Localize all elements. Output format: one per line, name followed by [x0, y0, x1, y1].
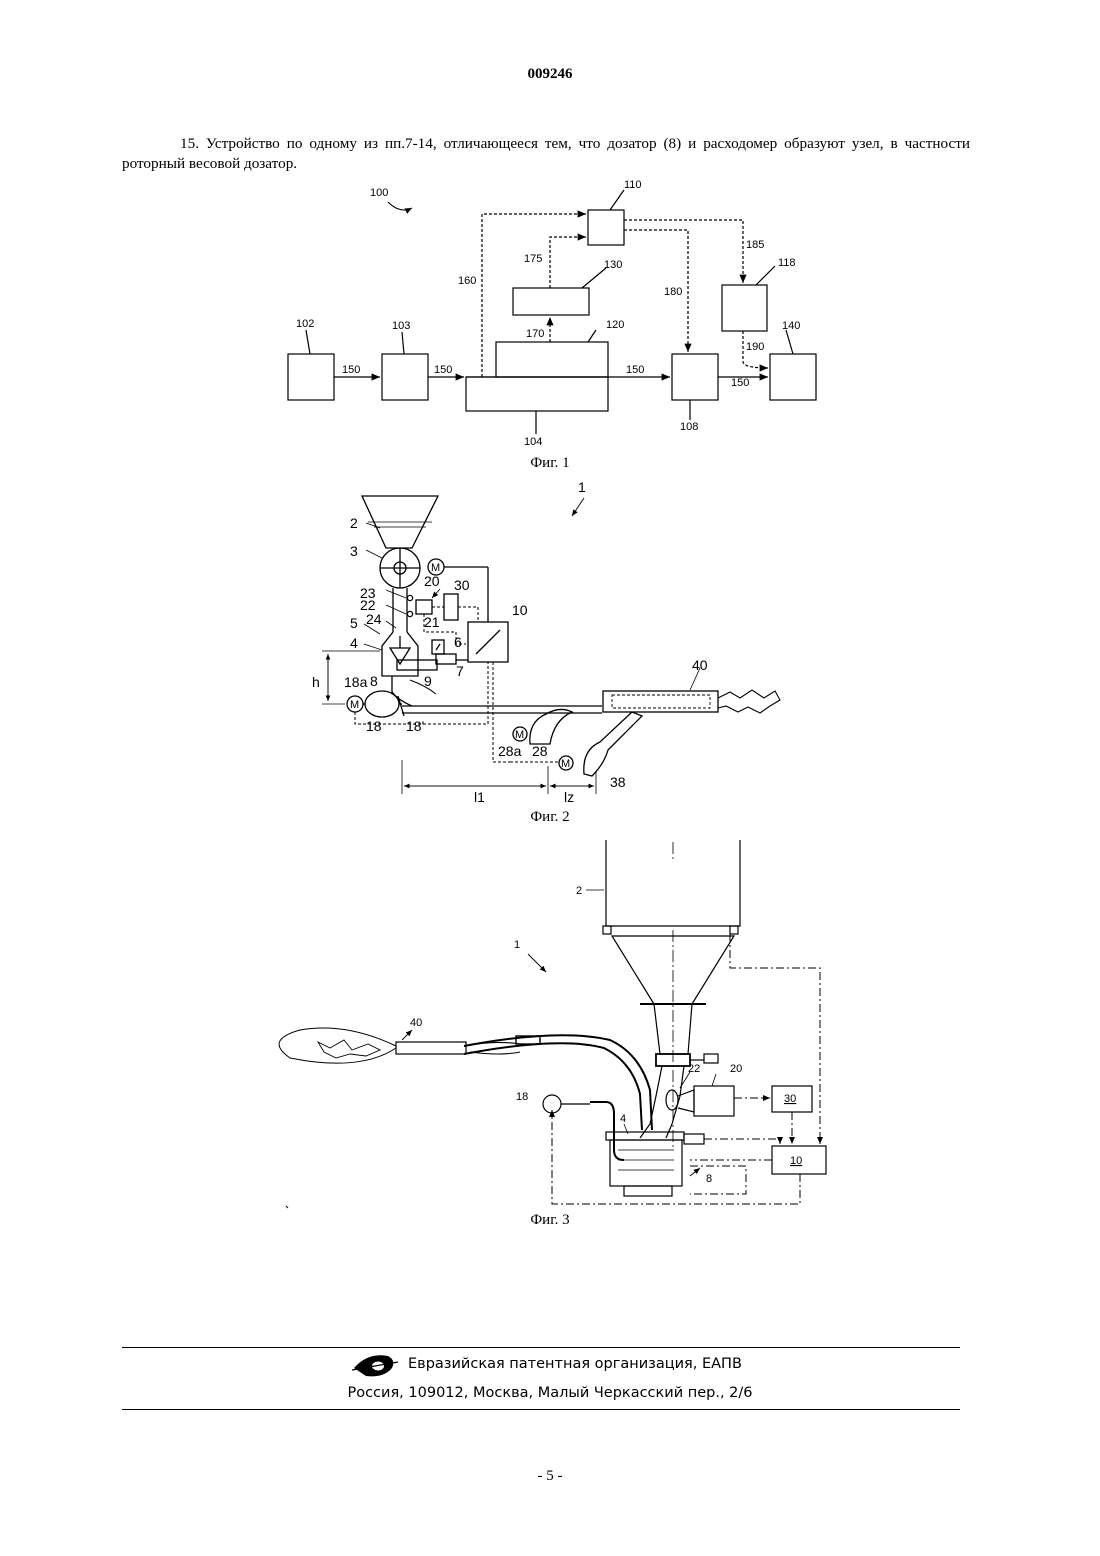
fig3-caption: Фиг. 3 — [450, 1212, 650, 1229]
fig3-label-18: 18 — [516, 1091, 528, 1103]
fig1-label-150b: 150 — [434, 364, 452, 376]
fig2-label-40: 40 — [692, 657, 708, 673]
sensor-22 — [666, 1090, 678, 1110]
fig2-label-18a: 18a — [344, 674, 368, 690]
fig2-label-7: 7 — [456, 663, 464, 679]
footer-rule-top — [122, 1347, 960, 1348]
fig1-label-108: 108 — [680, 421, 698, 433]
fan-28 — [530, 709, 572, 744]
blower-18 — [365, 691, 399, 717]
burner-40 — [603, 691, 718, 712]
fig2-label-10: 10 — [512, 602, 528, 618]
block-108 — [672, 354, 718, 400]
eapo-logo-icon — [352, 1355, 398, 1376]
fig2-label-l2: lz — [564, 789, 574, 805]
block-102 — [288, 354, 334, 400]
block-103 — [382, 354, 428, 400]
fig1-label-170: 170 — [526, 328, 544, 340]
fig3-label-4: 4 — [620, 1113, 626, 1125]
unit-30 — [444, 594, 458, 620]
fig1-caption: Фиг. 1 — [450, 455, 650, 472]
fig2-motor-label-3: M — [515, 729, 524, 741]
fig1-label-160: 160 — [458, 275, 476, 287]
footer-org: Евразийская патентная организация, ЕАПВ — [408, 1356, 742, 1372]
fig2-diagram — [322, 496, 780, 794]
signal-175 — [550, 237, 586, 288]
fig2-label-9: 9 — [424, 673, 432, 689]
fig2-label-1: 1 — [578, 479, 586, 495]
block-120 — [496, 342, 608, 377]
fig1-label-103: 103 — [392, 320, 410, 332]
weigh-plate — [397, 660, 437, 670]
fig1-label-185: 185 — [746, 239, 764, 251]
fig2-label-28: 28 — [532, 743, 548, 759]
fig1-label-100: 100 — [370, 187, 388, 199]
burner-40 — [396, 1042, 466, 1054]
fig1-label-130: 130 — [604, 259, 622, 271]
sensor-20 — [416, 600, 432, 614]
fig3-label-22: 22 — [688, 1063, 700, 1075]
fig2-motor-label-1: M — [431, 562, 440, 574]
fig1-labels: 100 102 103 104 108 110 118 120 130 140 … — [296, 179, 800, 448]
fig3-label-2: 2 — [576, 885, 582, 897]
footer-rule-bottom — [122, 1409, 960, 1410]
fig2-caption: Фиг. 2 — [450, 809, 650, 826]
block-104 — [466, 377, 608, 411]
block-110 — [588, 210, 624, 245]
unit-20 — [694, 1086, 734, 1116]
fig1-label-120: 120 — [606, 319, 624, 331]
element-7 — [436, 654, 456, 664]
fan-38 — [584, 712, 642, 776]
fig2-label-28a: 28a — [498, 743, 522, 759]
fig1-label-104: 104 — [524, 436, 542, 448]
fig2-labels: 1 2 3 23 22 24 20 30 21 10 5 4 6 7 9 h 1… — [312, 479, 708, 805]
fig3-label-10: 10 — [790, 1155, 802, 1167]
fig1-label-110: 110 — [624, 179, 642, 191]
fig1-label-175: 175 — [524, 253, 542, 265]
page-number: - 5 - — [0, 1468, 1100, 1485]
fig1-label-118: 118 — [778, 257, 796, 269]
fig1-label-150c: 150 — [626, 364, 644, 376]
fig3-label-30: 30 — [784, 1093, 796, 1105]
fig1-label-102: 102 — [296, 318, 314, 330]
footer-address: Россия, 109012, Москва, Малый Черкасский… — [0, 1385, 1100, 1401]
fig2-label-8: 8 — [370, 673, 378, 689]
fig2-label-38: 38 — [610, 774, 626, 790]
fig2-label-24: 24 — [366, 611, 382, 627]
fig1-diagram — [288, 190, 816, 434]
fig1-label-180: 180 — [664, 286, 682, 298]
fig2-label-h: h — [312, 674, 320, 690]
fig3-label-8: 8 — [706, 1173, 712, 1185]
fig1-label-140: 140 — [782, 320, 800, 332]
fig2-label-18: 18 — [366, 718, 382, 734]
fig3-diagram — [279, 840, 826, 1208]
fig1-label-190: 190 — [746, 341, 764, 353]
fig2-label-l1: l1 — [474, 789, 485, 805]
fig2-label-4: 4 — [350, 635, 358, 651]
fig2-label-20: 20 — [424, 573, 440, 589]
fig1-label-150d: 150 — [731, 377, 749, 389]
block-130 — [513, 288, 589, 315]
signal-160 — [482, 214, 586, 377]
fig3-label-40: 40 — [410, 1017, 422, 1029]
fig2-label-30: 30 — [454, 577, 470, 593]
fig2-label-5: 5 — [350, 615, 358, 631]
fig2-label-18b: 18' — [406, 718, 424, 734]
weigh-feeder — [610, 1140, 682, 1186]
block-140 — [770, 354, 816, 400]
fig3-label-20: 20 — [730, 1063, 742, 1075]
block-118 — [722, 285, 767, 331]
fig2-label-2: 2 — [350, 515, 358, 531]
fig1-label-150a: 150 — [342, 364, 360, 376]
fig2-motor-label-4: M — [561, 758, 570, 770]
fig3-label-1: 1 — [514, 939, 520, 951]
fig2-motor-label-2: M — [350, 699, 359, 711]
fig2-label-6: 6 — [454, 634, 462, 650]
fig2-label-3: 3 — [350, 543, 358, 559]
fig2-label-21: 21 — [424, 614, 440, 630]
